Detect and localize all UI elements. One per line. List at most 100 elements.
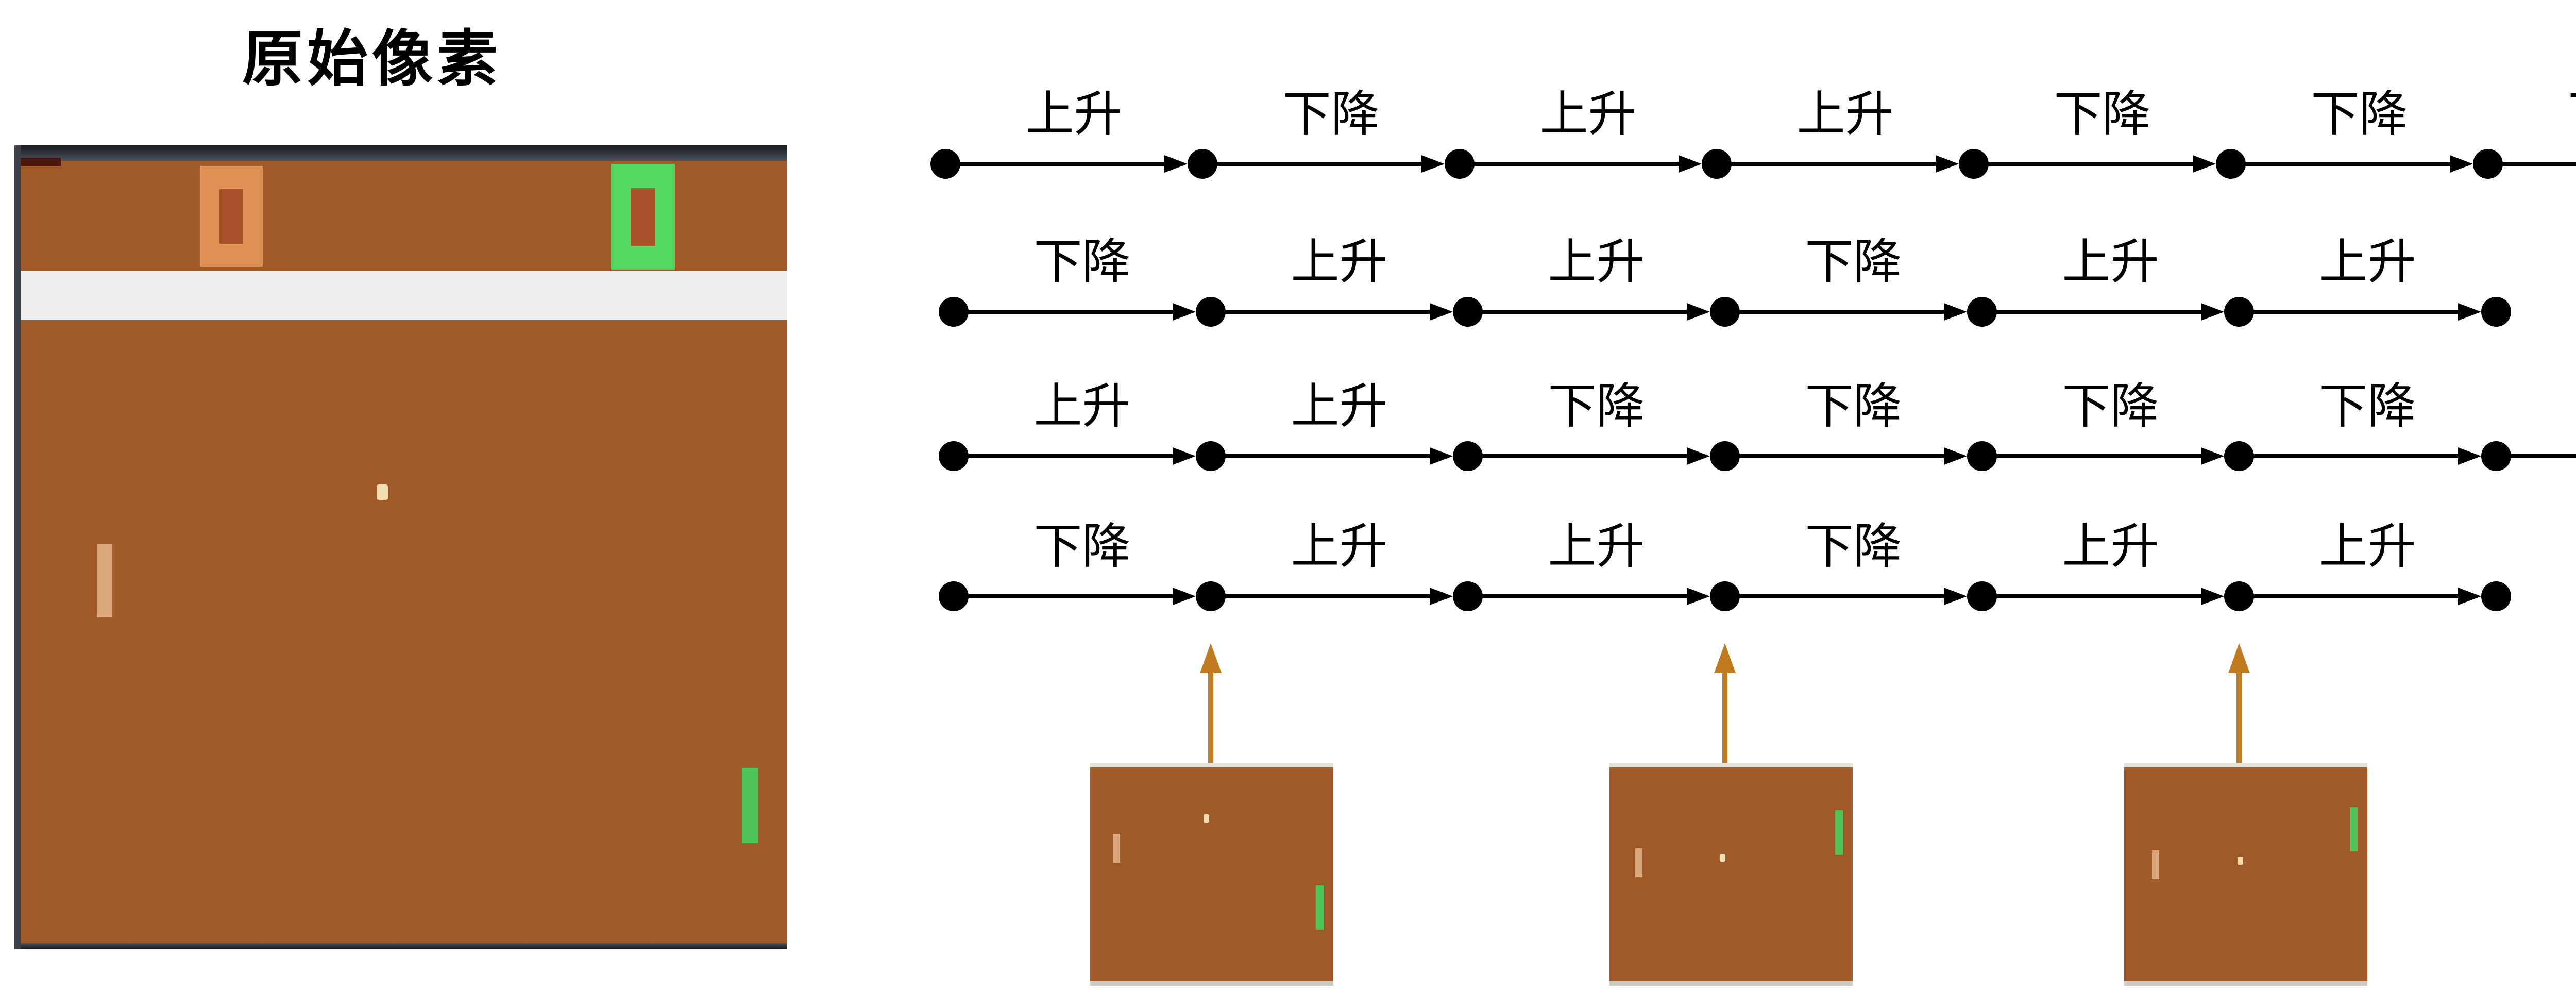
transition-arrow-line [1224, 594, 1432, 598]
frame-pointer-arrow-head [1200, 643, 1222, 673]
transition-arrowhead [1944, 303, 1967, 321]
transition-arrowhead [1173, 447, 1196, 465]
transition-arrowhead [2458, 588, 2481, 605]
action-label: 下降 [2534, 86, 2576, 143]
frame-pointer-arrow-head [1714, 643, 1736, 673]
action-label: 下降 [2319, 378, 2416, 434]
pong-frame [1090, 763, 1333, 986]
transition-arrow-line [1995, 594, 2203, 598]
state-node [2481, 581, 2511, 611]
transition-arrowhead [1421, 155, 1445, 173]
action-label: 上升 [1797, 86, 1894, 142]
transition-arrowhead [1936, 155, 1959, 173]
action-label: 上升 [1025, 86, 1123, 142]
transition-arrow-line [1481, 594, 1689, 598]
left-paddle [1635, 848, 1642, 877]
score-left [200, 166, 263, 267]
frame-bottom-strip [1609, 981, 1853, 986]
transition-arrowhead [1687, 588, 1710, 605]
state-node [1453, 441, 1483, 471]
state-node [1967, 581, 1997, 611]
state-node [1196, 297, 1226, 327]
frame-bottom-strip [1090, 981, 1333, 986]
transition-arrowhead [1430, 303, 1453, 321]
state-node [2224, 441, 2254, 471]
left-paddle [1113, 834, 1120, 863]
right-paddle [1835, 810, 1843, 855]
state-node [1453, 297, 1483, 327]
action-label: 上升 [1291, 518, 1388, 575]
transition-arrow-line [1738, 310, 1946, 314]
action-label: 上升 [1291, 378, 1388, 434]
figure-title: 原始像素 [242, 23, 502, 94]
state-node [930, 149, 960, 179]
state-node [939, 581, 969, 611]
transition-arrow-line [1224, 310, 1432, 314]
transition-arrow-line [2509, 454, 2576, 458]
state-node [2473, 149, 2503, 179]
pong-left-border [14, 145, 21, 949]
transition-arrow-line [967, 594, 1175, 598]
ball [1720, 854, 1725, 862]
transition-arrow-line [967, 310, 1175, 314]
action-label: 上升 [2062, 518, 2159, 575]
transition-arrow-line [2501, 162, 2576, 166]
state-node [2481, 297, 2511, 327]
action-label: 上升 [1539, 86, 1637, 142]
action-label: 下降 [1033, 234, 1131, 290]
transition-arrow-line [2244, 162, 2452, 166]
pong-bottom-bar [14, 943, 787, 949]
action-label: 上升 [2543, 378, 2576, 436]
state-node [1188, 149, 1217, 179]
action-label: 上升 [2062, 234, 2159, 290]
action-label: 上升 [1548, 234, 1645, 290]
transition-arrowhead [2450, 155, 2473, 173]
action-label: 上升 [2319, 518, 2416, 575]
transition-arrowhead [2201, 303, 2224, 321]
action-label: 下降 [2054, 86, 2151, 142]
action-label: 上升 [1291, 234, 1388, 290]
transition-arrowhead [1679, 155, 1702, 173]
action-label: 下降 [2311, 86, 2408, 142]
frame-top-strip [2124, 763, 2367, 767]
state-node [1710, 581, 1740, 611]
left-paddle [2152, 850, 2159, 879]
transition-arrow-line [958, 162, 1166, 166]
frame-top-strip [1090, 763, 1333, 767]
transition-arrowhead [2458, 447, 2481, 465]
action-label: 下降 [1805, 518, 1902, 575]
right-paddle [1316, 885, 1324, 930]
transition-arrow-line [967, 454, 1175, 458]
transition-arrowhead [1687, 303, 1710, 321]
frame-pointer-arrow-head [2228, 643, 2250, 673]
action-label: 上升 [2319, 234, 2416, 290]
transition-arrow-line [1472, 162, 1681, 166]
transition-arrowhead [1164, 155, 1188, 173]
state-node [1967, 441, 1997, 471]
action-label: 上升 [1033, 378, 1131, 434]
state-node [1445, 149, 1475, 179]
transition-arrowhead [1173, 588, 1196, 605]
action-label: 下降 [1805, 378, 1902, 434]
state-node [2216, 149, 2246, 179]
frame-bottom-strip [2124, 981, 2367, 986]
action-label: 下降 [1805, 234, 1902, 290]
action-label: 下降 [1033, 518, 1131, 575]
pong-frame [1609, 763, 1853, 986]
pong-top-bar [14, 145, 787, 161]
frame-pointer-arrow-shaft [2236, 670, 2242, 763]
transition-arrow-line [2252, 310, 2460, 314]
transition-arrow-line [1995, 454, 2203, 458]
action-label: 下降 [2062, 378, 2159, 434]
ball [2238, 857, 2243, 865]
pong-screenshot [14, 145, 787, 949]
frame-pointer-arrow-shaft [1208, 670, 1213, 763]
transition-arrow-line [2252, 594, 2460, 598]
state-node [2224, 581, 2254, 611]
transition-arrowhead [2201, 447, 2224, 465]
transition-arrow-line [1481, 310, 1689, 314]
state-node [939, 297, 969, 327]
right-paddle [742, 768, 758, 843]
pong-frame [2124, 763, 2367, 986]
